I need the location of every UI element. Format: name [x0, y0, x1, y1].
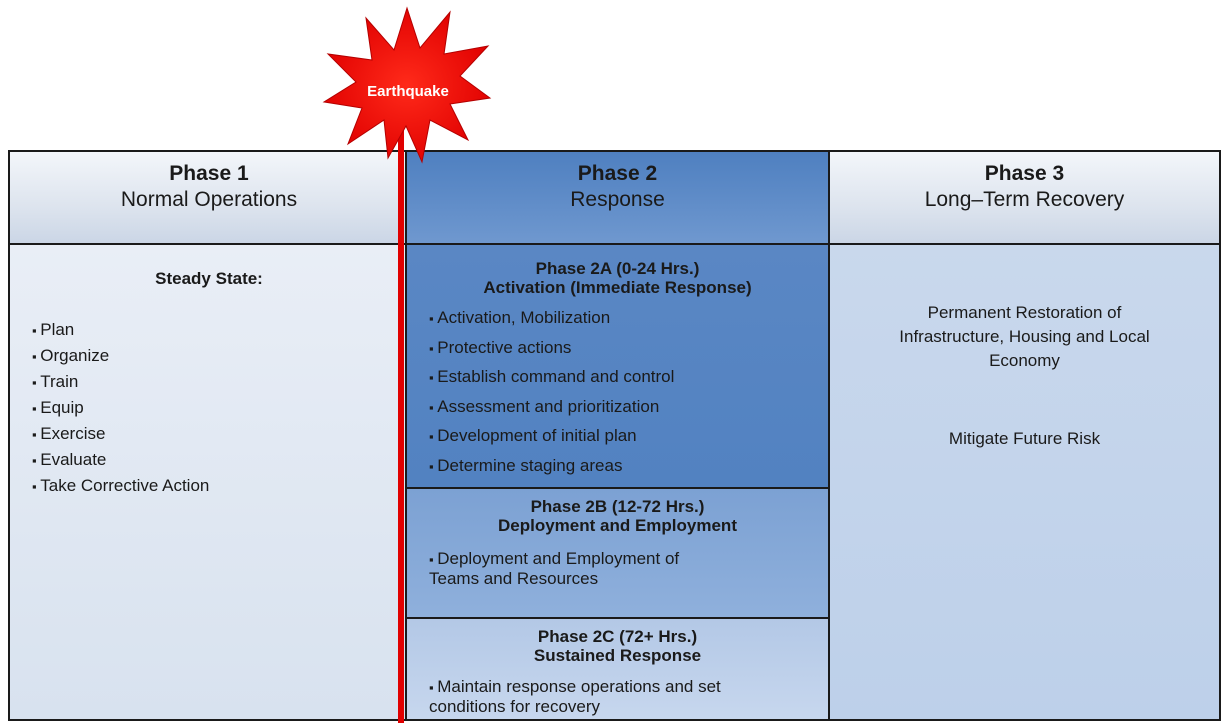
phase3-paragraph-restoration: Permanent Restoration of Infrastructure,… [899, 303, 1150, 370]
phase3-title: Phase 3 [984, 162, 1065, 185]
list-item: Train [32, 369, 209, 395]
phase2-title: Phase 2 [577, 162, 658, 185]
phase3-subtitle: Long–Term Recovery [924, 188, 1125, 211]
list-item: Development of initial plan [429, 422, 674, 452]
phase1-header: Phase 1 Normal Operations [8, 150, 410, 245]
phase2b-panel: Phase 2B (12-72 Hrs.) Deployment and Emp… [405, 487, 830, 619]
list-item: Plan [32, 317, 209, 343]
phase2c-panel: Phase 2C (72+ Hrs.) Sustained Response ▪… [405, 617, 830, 721]
phase3-body: Permanent Restoration of Infrastructure,… [828, 243, 1221, 721]
list-item: Evaluate [32, 447, 209, 473]
list-item: Take Corrective Action [32, 473, 209, 499]
list-item: Organize [32, 343, 209, 369]
phase2c-item: ▪ Maintain response operations and set c… [429, 677, 721, 716]
phase1-list: Plan Organize Train Equip Exercise Evalu… [32, 317, 209, 499]
phase2a-list: Activation, Mobilization Protective acti… [429, 304, 674, 481]
phase2a-panel: Phase 2A (0-24 Hrs.) Activation (Immedia… [405, 243, 830, 489]
earthquake-label: Earthquake [367, 83, 449, 100]
phase2-subtitle: Response [570, 188, 665, 211]
phase2b-title: Phase 2B (12-72 Hrs.) Deployment and Emp… [498, 497, 737, 535]
list-item: Protective actions [429, 334, 674, 364]
phase3-paragraph-mitigate: Mitigate Future Risk [948, 429, 1101, 448]
phase1-body-title: Steady State: [155, 269, 263, 288]
phase1-title: Phase 1 [169, 162, 249, 185]
phase1-body: Steady State: Plan Organize Train Equip … [8, 243, 410, 721]
event-timeline-marker [398, 118, 404, 723]
phase2a-title: Phase 2A (0-24 Hrs.) Activation (Immedia… [483, 259, 752, 297]
list-item: Determine staging areas [429, 452, 674, 482]
phase2b-item: ▪ Deployment and Employment of Teams and… [429, 549, 680, 588]
list-item: Exercise [32, 421, 209, 447]
phase1-subtitle: Normal Operations [120, 188, 298, 211]
list-item: Activation, Mobilization [429, 304, 674, 334]
list-item: Equip [32, 395, 209, 421]
list-item: Establish command and control [429, 363, 674, 393]
phase3-header: Phase 3 Long–Term Recovery [828, 150, 1221, 245]
earthquake-starburst-icon: Earthquake [322, 6, 492, 164]
phase2c-title: Phase 2C (72+ Hrs.) Sustained Response [533, 627, 702, 665]
list-item: Assessment and prioritization [429, 393, 674, 423]
